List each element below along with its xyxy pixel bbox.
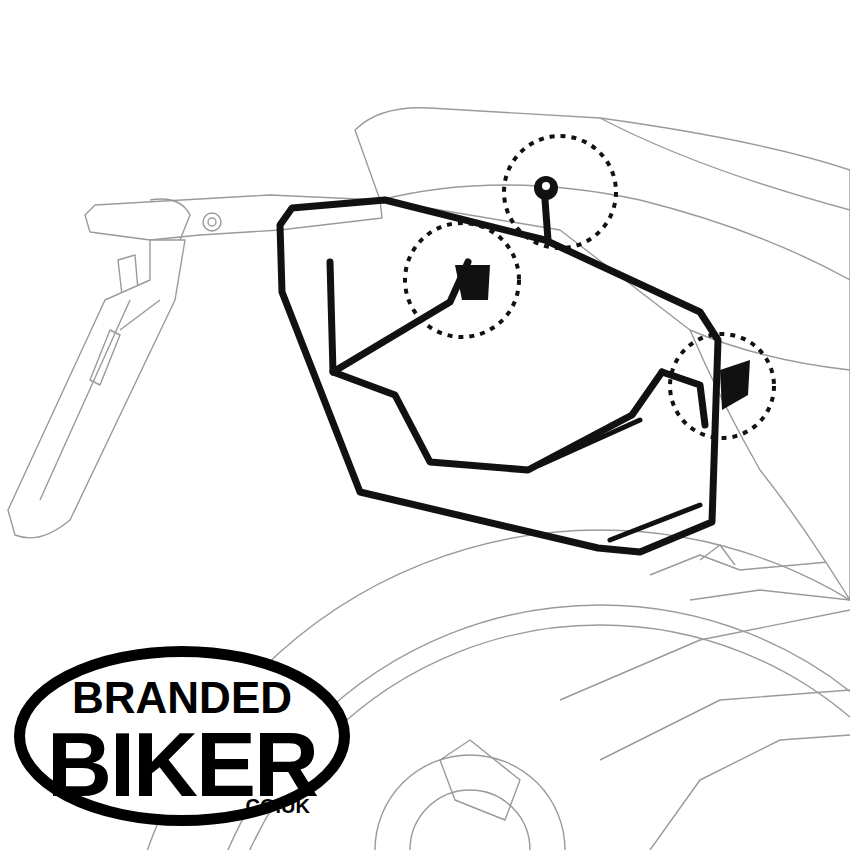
frame-upper-tab xyxy=(545,200,548,240)
brake-disc xyxy=(375,755,565,850)
frame-outer-loop xyxy=(280,200,718,552)
bolt xyxy=(208,218,216,226)
logo-text: BRANDED xyxy=(72,676,292,720)
tail-cowl xyxy=(355,108,850,600)
caliper xyxy=(440,740,520,820)
detail-circle xyxy=(670,334,774,438)
indicator-mount xyxy=(150,199,190,240)
logo-badge: BRANDEDBIKER.CO.UK xyxy=(14,646,350,826)
frame-cross-bar xyxy=(333,262,468,372)
footpeg-bracket xyxy=(650,555,850,600)
frame-inner-loop xyxy=(330,262,662,470)
mount-points xyxy=(455,176,750,410)
cowl-crease xyxy=(600,118,850,210)
brake-disc-inner xyxy=(410,790,530,850)
logo-text: .CO.UK xyxy=(240,796,310,816)
reflector xyxy=(90,330,120,385)
rear-fender xyxy=(8,240,185,538)
footpeg xyxy=(700,545,735,565)
detail-circles xyxy=(405,136,774,438)
detail-circle xyxy=(405,223,519,337)
mount-plate xyxy=(455,265,490,300)
frame-brace xyxy=(540,420,700,540)
mount-hole xyxy=(542,182,550,190)
pannier-frame xyxy=(280,200,718,552)
bike-outline xyxy=(8,108,850,850)
badge-ellipse xyxy=(20,652,345,821)
swingarm xyxy=(560,610,850,850)
seat-line xyxy=(380,185,850,280)
fender-edge xyxy=(40,300,160,500)
bolt xyxy=(203,213,221,231)
mount-tab xyxy=(534,176,558,200)
detail-circle xyxy=(504,136,616,248)
mount-plate xyxy=(720,360,750,410)
